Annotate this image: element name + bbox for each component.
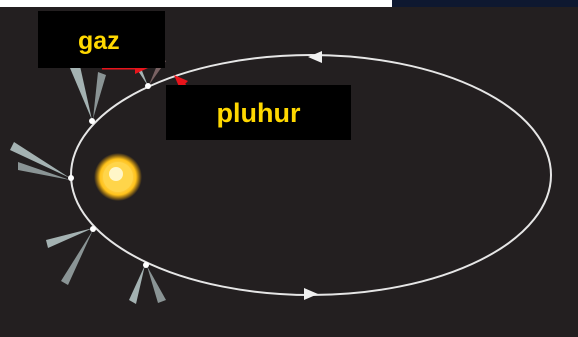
comet-tail-bottom-2 [147, 266, 166, 303]
comet-tail-left-2 [18, 162, 70, 180]
comet-tails [10, 58, 166, 304]
dust-pointer-arrowhead [174, 75, 188, 89]
comet-heads [68, 83, 151, 268]
top-border [0, 0, 578, 7]
comet-head-left [68, 175, 74, 181]
comet-tail-lower-left-2 [61, 230, 93, 285]
top-border-dark [392, 0, 578, 7]
dust-label: pluhur [166, 85, 351, 140]
comet-tail-bottom [129, 265, 145, 304]
dust-label-text: pluhur [216, 98, 301, 128]
arrowhead-icon [308, 51, 322, 63]
comet-tail-lower-left [46, 228, 93, 248]
comet-head-lower-left [90, 226, 96, 232]
comet-tail-left [10, 142, 70, 178]
arrowhead-icon [304, 288, 318, 300]
gas-label-text: gaz [78, 27, 120, 55]
comet-tail-upper-left [70, 66, 92, 120]
comet-head-bottom [143, 262, 149, 268]
sun-core [109, 167, 123, 181]
comet-head-top [145, 83, 151, 89]
comet-tail-upper-left-2 [93, 72, 106, 119]
comet-head-upper-left [89, 118, 95, 124]
gas-label: gaz [38, 11, 165, 68]
